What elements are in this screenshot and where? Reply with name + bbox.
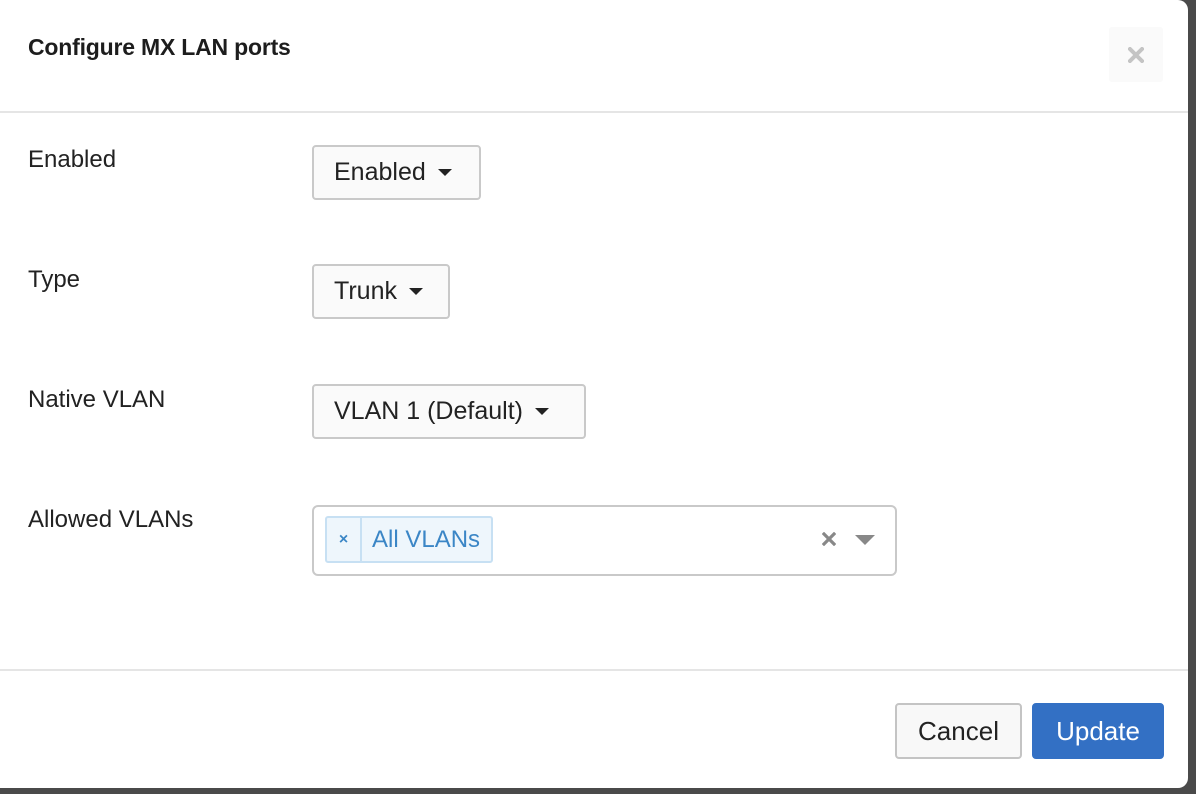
enabled-label: Enabled: [28, 146, 117, 173]
type-dropdown-value: Trunk: [334, 277, 397, 305]
dialog-title: Configure MX LAN ports: [28, 34, 291, 60]
close-button[interactable]: [1109, 27, 1163, 82]
chevron-down-icon[interactable]: [855, 535, 875, 545]
tag-remove-button[interactable]: ×: [327, 518, 362, 561]
enabled-dropdown[interactable]: Enabled: [312, 145, 481, 200]
update-button[interactable]: Update: [1032, 703, 1164, 759]
cancel-button[interactable]: Cancel: [895, 703, 1022, 759]
dialog-header: Configure MX LAN ports: [0, 0, 1188, 113]
type-label: Type: [28, 266, 81, 293]
native-vlan-label: Native VLAN: [28, 386, 166, 413]
close-icon: [1128, 46, 1144, 63]
caret-down-icon: [408, 288, 423, 295]
clear-all-button[interactable]: [819, 529, 839, 549]
allowed-vlans-label: Allowed VLANs: [28, 506, 194, 533]
clear-icon: [822, 532, 836, 546]
vlan-tag: × All VLANs: [325, 516, 494, 563]
allowed-vlans-multiselect[interactable]: × All VLANs: [312, 505, 897, 576]
tag-label: All VLANs: [372, 525, 481, 553]
dialog-footer: Cancel Update: [0, 669, 1188, 788]
type-dropdown[interactable]: Trunk: [312, 264, 450, 319]
native-vlan-dropdown-value: VLAN 1 (Default): [334, 397, 523, 425]
caret-down-icon: [437, 169, 452, 176]
enabled-dropdown-value: Enabled: [334, 158, 426, 186]
caret-down-icon: [534, 408, 549, 415]
native-vlan-dropdown[interactable]: VLAN 1 (Default): [312, 384, 586, 439]
